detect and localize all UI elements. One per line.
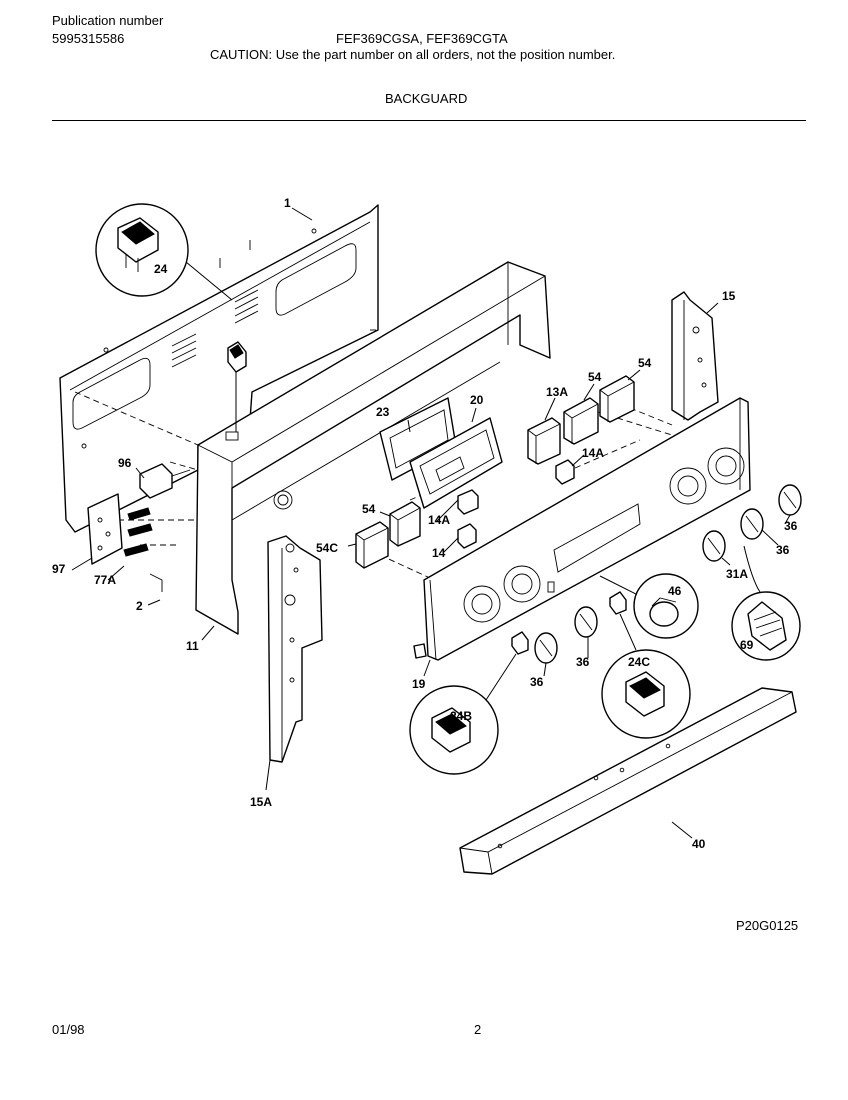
callout-15a: 15A xyxy=(250,795,272,809)
callout-36-center: 36 xyxy=(576,655,590,669)
rocker-switch-detail-24b xyxy=(409,631,529,775)
callout-24c: 24C xyxy=(628,655,650,669)
terminal-block-parts xyxy=(87,463,191,592)
callout-69: 69 xyxy=(740,638,754,652)
control-frame-part-11 xyxy=(195,261,551,635)
publication-label: Publication number xyxy=(52,13,164,28)
callout-46: 46 xyxy=(668,584,682,598)
callout-77a: 77A xyxy=(94,573,116,587)
side-bracket-part-15 xyxy=(671,291,719,421)
callout-2: 2 xyxy=(136,599,143,613)
callout-15: 15 xyxy=(722,289,736,303)
side-bracket-part-15a xyxy=(265,535,323,791)
callout-20: 20 xyxy=(470,393,484,407)
callout-19: 19 xyxy=(412,677,426,691)
callout-23: 23 xyxy=(376,405,390,419)
callout-54-a: 54 xyxy=(588,370,602,384)
rocker-switch-detail-24 xyxy=(95,203,247,432)
callout-36-left: 36 xyxy=(530,675,544,689)
bulb-detail-69 xyxy=(731,545,801,661)
model-numbers: FEF369CGSA, FEF369CGTA xyxy=(336,31,508,46)
switches-and-relays xyxy=(347,369,641,569)
callout-11: 11 xyxy=(186,639,199,653)
callout-14a-right: 14A xyxy=(582,446,604,460)
publication-number: 5995315586 xyxy=(52,31,125,46)
caution-note: CAUTION: Use the part number on all orde… xyxy=(210,47,616,62)
callout-97: 97 xyxy=(52,562,66,576)
callout-36-right: 36 xyxy=(776,543,790,557)
control-panel-part-19 xyxy=(413,397,751,677)
callout-24: 24 xyxy=(154,262,168,276)
callout-96: 96 xyxy=(118,456,132,470)
callout-14: 14 xyxy=(432,546,446,560)
callout-54-b: 54 xyxy=(638,356,652,370)
callout-54c: 54C xyxy=(316,541,338,555)
callout-1: 1 xyxy=(284,196,291,210)
footer-date: 01/98 xyxy=(52,1022,85,1037)
rocker-switch-detail-24c xyxy=(601,591,691,739)
drawing-id: P20G0125 xyxy=(736,918,798,933)
display-board-parts xyxy=(379,397,503,509)
callout-36-far-right: 36 xyxy=(784,519,798,533)
callout-54-c: 54 xyxy=(362,502,376,516)
footer-page-number: 2 xyxy=(474,1022,482,1037)
callout-31a: 31A xyxy=(726,567,748,581)
section-title: BACKGUARD xyxy=(385,91,468,106)
trim-part-40 xyxy=(459,687,797,875)
header-divider xyxy=(52,120,806,121)
indicator-light-detail-46 xyxy=(599,573,699,639)
callout-24b: 24B xyxy=(450,709,472,723)
callout-40: 40 xyxy=(692,837,706,851)
leader-lines xyxy=(71,207,313,641)
control-knobs xyxy=(534,484,802,677)
callout-14a-left: 14A xyxy=(428,513,450,527)
callout-13a: 13A xyxy=(546,385,568,399)
callout-labels: 1 24 15 54 54 13A 20 23 14A 96 54 14A 14… xyxy=(52,196,798,851)
